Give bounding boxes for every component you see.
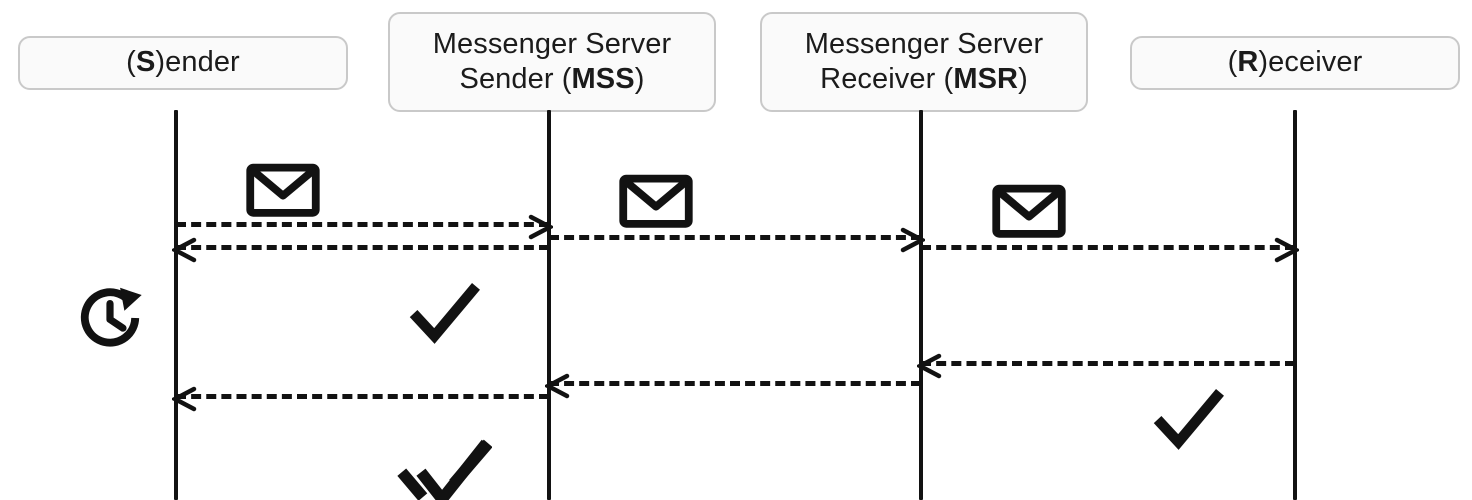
message-sender-to-mss xyxy=(176,214,555,240)
envelope-icon xyxy=(244,152,322,230)
message-mss-to-msr xyxy=(549,227,927,253)
participant-box-receiver[interactable]: (R)eceiver xyxy=(1130,36,1460,90)
arrow-head-left-icon xyxy=(543,373,571,399)
lifeline-sender xyxy=(174,110,178,500)
arrow-head-left-icon xyxy=(170,237,198,263)
message-receiver-to-msr xyxy=(915,353,1295,379)
lifeline-receiver xyxy=(1293,110,1297,500)
single-check-icon xyxy=(404,272,484,352)
message-msr-to-receiver xyxy=(921,237,1301,263)
single-check-icon xyxy=(1148,378,1228,458)
participant-label-sender: (S)ender xyxy=(126,46,240,79)
lifeline-msr xyxy=(919,110,923,500)
arrow-head-left-icon xyxy=(170,386,198,412)
arrow-head-right-icon xyxy=(527,214,555,240)
arrow-head-right-icon xyxy=(1273,237,1301,263)
participant-label-receiver: (R)eceiver xyxy=(1227,46,1363,79)
message-msr-to-mss xyxy=(543,373,921,399)
double-check-icon xyxy=(396,428,492,500)
participant-box-sender[interactable]: (S)ender xyxy=(18,36,348,90)
envelope-icon xyxy=(990,173,1068,251)
clock-retry-icon xyxy=(74,282,146,354)
lifeline-mss xyxy=(547,110,551,500)
arrow-head-right-icon xyxy=(899,227,927,253)
message-mss-to-sender xyxy=(170,237,549,263)
message-mss-to-sender xyxy=(170,386,549,412)
arrow-head-left-icon xyxy=(915,353,943,379)
envelope-icon xyxy=(617,163,695,241)
